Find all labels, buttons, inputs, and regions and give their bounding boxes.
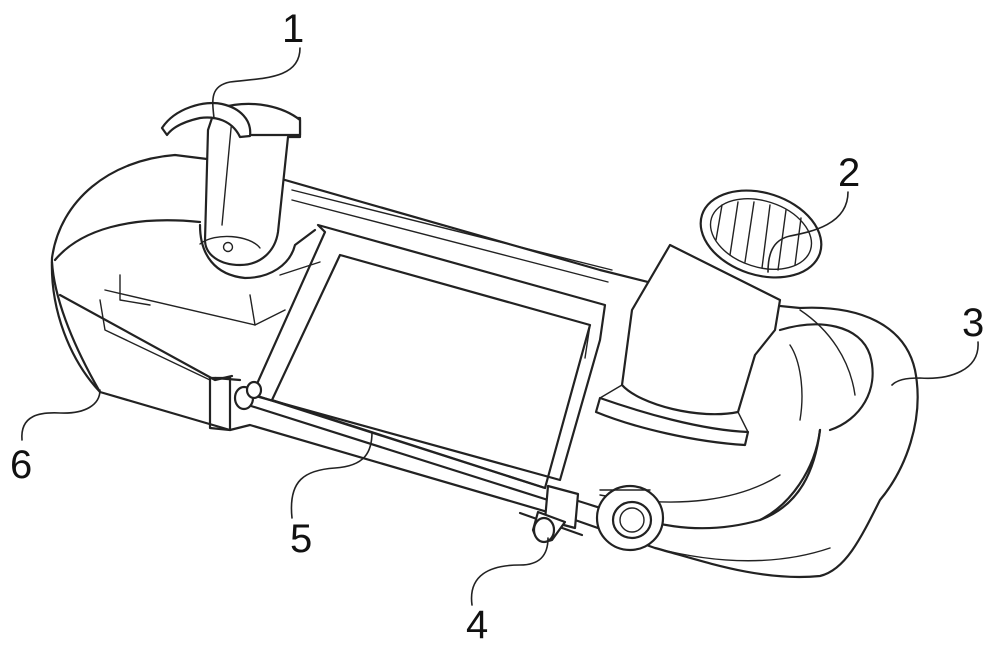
roller-wheel: [595, 484, 665, 552]
leader-line-3: [891, 341, 979, 386]
nozzle-body: [620, 243, 782, 416]
leader-line-4: [470, 537, 549, 606]
handle-grip: [203, 116, 302, 267]
nozzle-grille-icon: [715, 201, 802, 271]
label-part-4: 4: [466, 603, 488, 647]
leader-lines: [21, 47, 979, 606]
label-part-6: 6: [10, 443, 32, 487]
handle-assembly: [160, 102, 302, 267]
label-part-3: 3: [962, 301, 984, 345]
leader-line-1: [212, 47, 301, 119]
center-opening: [250, 223, 607, 490]
handle-hook: [160, 102, 252, 139]
label-part-1: 1: [282, 7, 304, 51]
leader-line-2: [767, 191, 849, 273]
guide-rod: [233, 380, 550, 502]
nozzle-base: [594, 396, 750, 447]
handle-screw-icon: [222, 241, 234, 253]
handle-base-platform: [198, 223, 321, 326]
label-part-2: 2: [838, 151, 860, 195]
reference-numerals: 1 2 3 4 5 6: [10, 7, 984, 647]
adjustment-knob: [518, 484, 584, 544]
vent-nozzle-assembly: [594, 189, 823, 447]
right-wheel-housing: [758, 309, 874, 522]
housing-body: [50, 153, 919, 579]
leader-line-6: [21, 389, 101, 441]
label-part-5: 5: [290, 517, 312, 561]
leader-line-5: [290, 431, 373, 519]
